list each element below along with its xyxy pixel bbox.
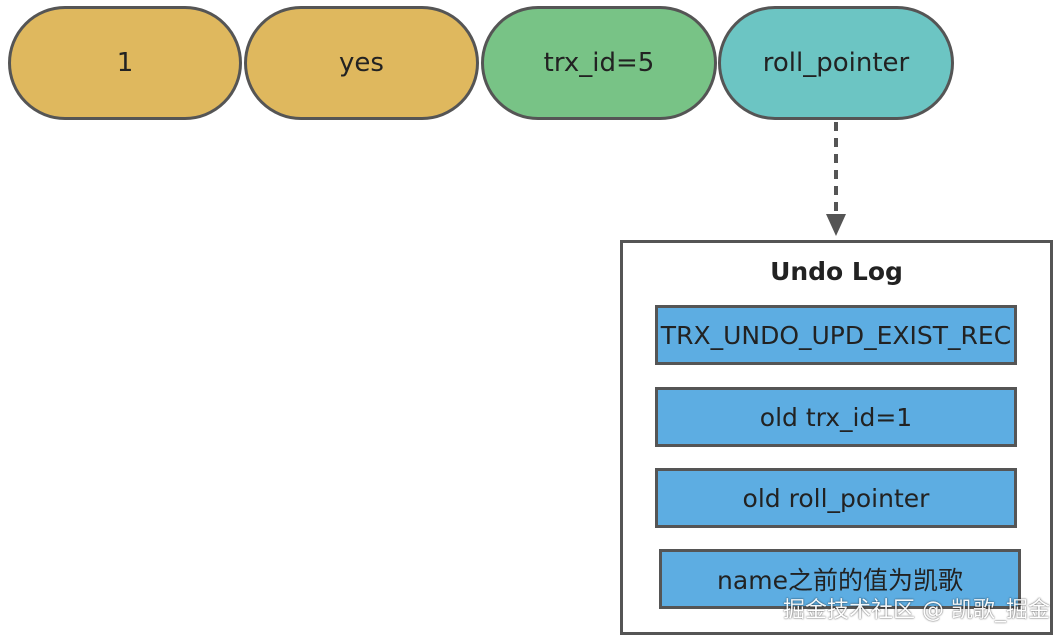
field-trx-id-label: trx_id=5 — [543, 48, 655, 78]
undo-entry-old-roll-pointer-label: old roll_pointer — [742, 483, 930, 513]
field-roll-pointer: roll_pointer — [718, 6, 954, 120]
field-value: yes — [244, 6, 479, 120]
field-id-label: 1 — [116, 48, 134, 78]
undo-log-title: Undo Log — [770, 257, 903, 286]
field-id: 1 — [8, 6, 242, 120]
undo-entry-old-trx-id: old trx_id=1 — [655, 387, 1017, 447]
undo-entry-old-roll-pointer: old roll_pointer — [655, 468, 1017, 528]
arrow-head — [826, 214, 846, 236]
undo-entry-type-label: TRX_UNDO_UPD_EXIST_REC — [660, 320, 1012, 350]
undo-entry-type: TRX_UNDO_UPD_EXIST_REC — [655, 305, 1017, 365]
field-roll-pointer-label: roll_pointer — [762, 48, 910, 78]
watermark-text: 掘金技术社区 @ 凯歌_掘金 — [783, 598, 1050, 623]
field-value-label: yes — [339, 48, 384, 78]
undo-entry-old-trx-id-label: old trx_id=1 — [759, 402, 913, 432]
undo-entry-old-name: name之前的值为凯歌 — [659, 549, 1021, 609]
field-trx-id: trx_id=5 — [481, 6, 717, 120]
undo-entry-old-name-label: name之前的值为凯歌 — [717, 566, 963, 595]
